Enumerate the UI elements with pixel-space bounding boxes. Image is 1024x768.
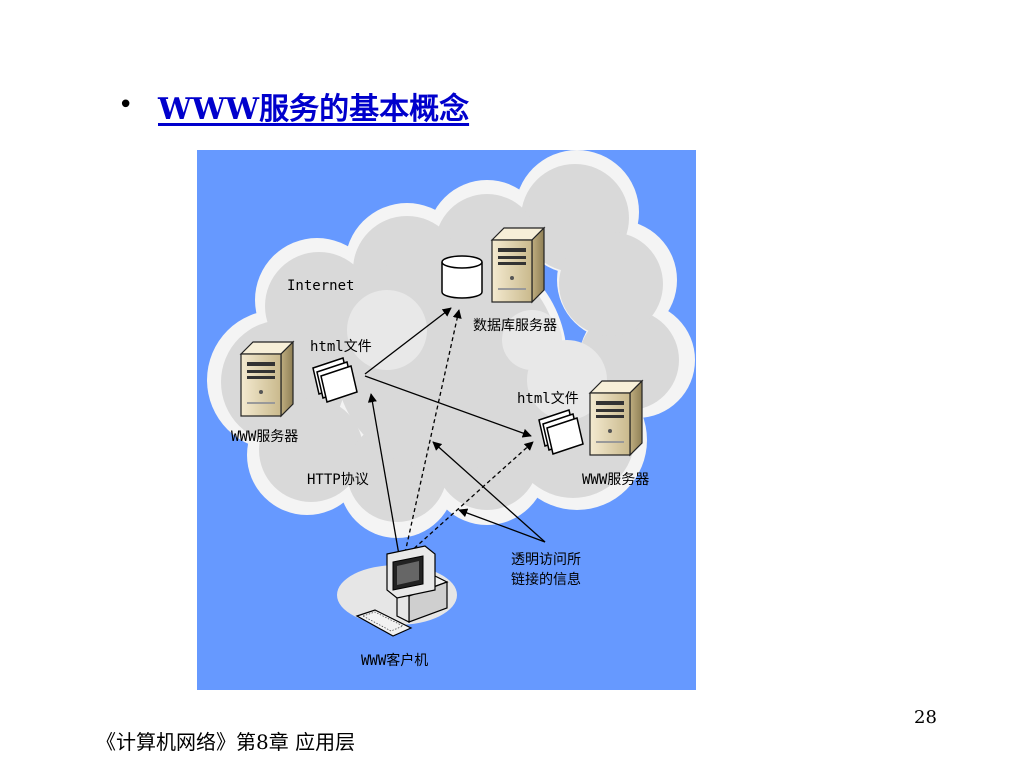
internet-label: Internet	[287, 278, 354, 294]
arrow-html-to-right-html	[364, 375, 532, 438]
www-diagram: Internet 数据库服务器 WWW服务器 html文件 WWW服务器 htm…	[197, 150, 696, 690]
client-label: WWW客户机	[361, 652, 428, 669]
transparent-access-label-line2: 链接的信息	[511, 571, 581, 588]
arrow-note-to-db-dashed	[432, 441, 546, 543]
html-file-right-label: html文件	[517, 391, 579, 407]
bullet-point: •	[118, 90, 134, 120]
client-computer-icon	[355, 545, 449, 637]
connection-arrows	[364, 307, 546, 556]
database-server-label: 数据库服务器	[473, 318, 557, 334]
www-server-right-icon	[589, 380, 643, 456]
arrow-html-to-db	[364, 307, 452, 375]
database-cylinder-icon	[441, 255, 483, 299]
database-server-icon	[491, 227, 545, 303]
http-protocol-label: HTTP协议	[307, 472, 369, 488]
www-server-left-label: WWW服务器	[231, 429, 298, 445]
internet-cloud	[207, 150, 695, 625]
transparent-access-label-line1: 透明访问所	[511, 552, 581, 568]
page-number: 28	[914, 707, 937, 728]
html-file-left-label: html文件	[310, 339, 372, 355]
www-server-right-label: WWW服务器	[582, 472, 649, 488]
arrow-note-to-html-dashed	[458, 508, 546, 543]
arrow-client-to-left-html	[367, 393, 400, 556]
slide-title: WWW服务的基本概念	[158, 92, 470, 127]
slide-footer: 《计算机网络》第8章 应用层	[96, 730, 356, 754]
www-server-left-icon	[240, 341, 294, 417]
